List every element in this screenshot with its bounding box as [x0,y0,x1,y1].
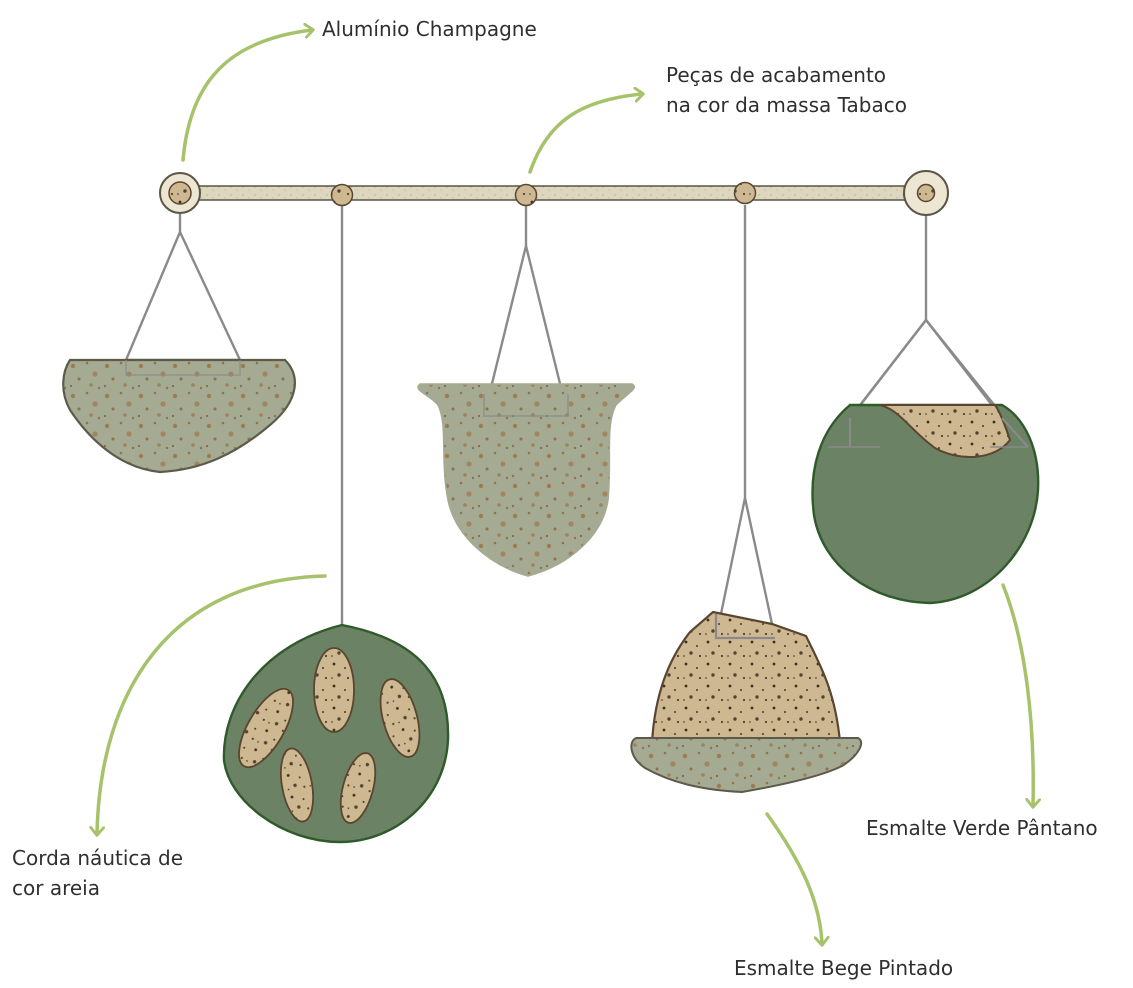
shade-bowl-celadon [63,360,295,472]
shade-tulip-celadon [418,384,634,576]
label-aluminio: Alumínio Champagne [322,14,537,44]
label-aluminio-line1: Alumínio Champagne [322,14,537,44]
label-pecas-line2: na cor da massa Tabaco [666,90,907,120]
label-pecas: Peças de acabamento na cor da massa Taba… [666,60,907,120]
label-pecas-line1: Peças de acabamento [666,60,907,90]
label-corda-line2: cor areia [12,873,183,903]
shade-round-swamp [813,405,1039,603]
label-verde-line1: Esmalte Verde Pântano [866,813,1098,843]
arrow-aluminio [183,30,312,160]
label-verde: Esmalte Verde Pântano [866,813,1098,843]
arrow-verde [1003,585,1033,806]
shade-dome-saucer [631,612,861,792]
shade-triangle-swamp [224,625,448,842]
arrow-bege [767,814,822,944]
label-corda-line1: Corda náutica de [12,843,183,873]
arrow-pecas [530,94,642,172]
aluminum-rod [160,171,948,215]
label-bege-line1: Esmalte Bege Pintado [734,953,953,983]
label-corda: Corda náutica de cor areia [12,843,183,903]
label-bege: Esmalte Bege Pintado [734,953,953,983]
